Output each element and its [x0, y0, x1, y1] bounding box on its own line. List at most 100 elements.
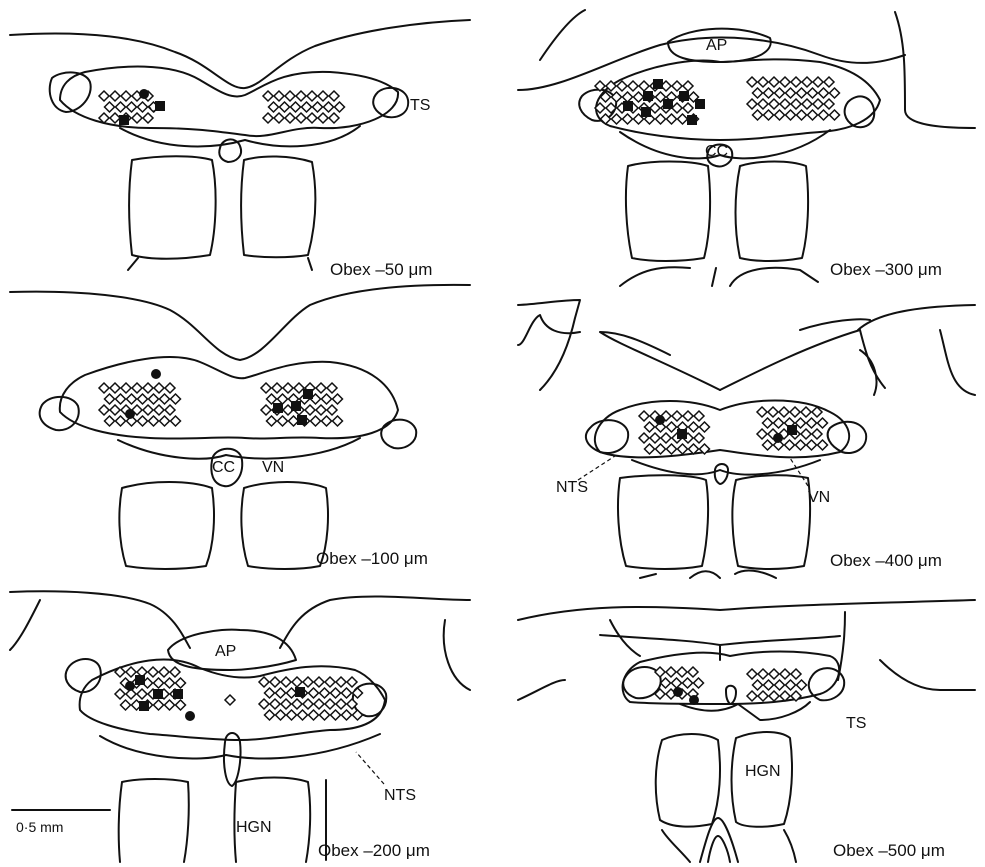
open-diamond-marker	[672, 103, 682, 113]
open-diamond-marker	[758, 77, 768, 87]
dorsal-outline	[10, 591, 470, 690]
label-layer: 0·5 mm Obex –50 μm TS Obex –300 μm AP CC…	[16, 37, 945, 860]
open-diamond-marker	[623, 114, 633, 124]
open-diamond-marker	[143, 383, 153, 393]
open-diamond-marker	[116, 416, 126, 426]
open-diamond-marker	[99, 383, 109, 393]
ventral-arc	[632, 460, 820, 475]
open-diamond-marker	[331, 710, 341, 720]
open-diamond-marker	[818, 440, 828, 450]
open-diamond-marker	[819, 88, 829, 98]
open-diamond-marker	[99, 405, 109, 415]
panel-4-label: Obex –400 μm	[830, 551, 942, 570]
open-diamond-marker	[775, 110, 785, 120]
open-diamond-marker	[830, 110, 840, 120]
open-diamond-marker	[807, 418, 817, 428]
open-diamond-marker	[325, 699, 335, 709]
open-diamond-marker	[769, 669, 779, 679]
open-diamond-marker	[666, 667, 676, 677]
open-diamond-marker	[269, 102, 279, 112]
open-diamond-marker	[342, 710, 352, 720]
open-diamond-marker	[314, 677, 324, 687]
open-diamond-marker	[160, 416, 170, 426]
open-diamond-marker	[259, 699, 269, 709]
filled-circle-marker	[689, 695, 699, 705]
open-diamond-marker	[292, 699, 302, 709]
open-diamond-marker	[791, 77, 801, 87]
open-diamond-marker	[137, 689, 147, 699]
open-diamond-marker	[322, 394, 332, 404]
open-diamond-marker	[309, 688, 319, 698]
structure-ts-label: TS	[846, 715, 866, 732]
open-diamond-marker	[132, 113, 142, 123]
panel-obex-400	[518, 300, 975, 578]
open-diamond-marker	[753, 680, 763, 690]
open-diamond-marker	[159, 667, 169, 677]
open-diamond-marker	[110, 405, 120, 415]
ventral-line-right	[308, 258, 312, 270]
ventral-line-left	[128, 258, 138, 270]
open-diamond-marker	[291, 102, 301, 112]
open-diamond-marker	[302, 102, 312, 112]
open-diamond-marker	[786, 88, 796, 98]
open-diamond-marker	[327, 383, 337, 393]
open-diamond-marker	[259, 677, 269, 687]
tract-ts-right	[809, 668, 844, 700]
open-diamond-marker	[127, 394, 137, 404]
open-diamond-marker	[747, 691, 757, 701]
filled-circle-marker	[185, 711, 195, 721]
open-diamond-marker	[292, 677, 302, 687]
open-diamond-marker	[678, 114, 688, 124]
open-diamond-marker	[797, 680, 807, 690]
open-diamond-marker	[797, 88, 807, 98]
structure-ap-label: AP	[706, 37, 727, 54]
open-diamond-marker	[617, 81, 627, 91]
tract-ts-right	[373, 88, 408, 117]
open-diamond-marker	[790, 407, 800, 417]
tract-ts-left	[66, 659, 101, 692]
open-diamond-marker	[769, 691, 779, 701]
open-diamond-marker	[801, 429, 811, 439]
open-diamond-marker	[283, 383, 293, 393]
open-diamond-marker	[278, 394, 288, 404]
open-diamond-marker	[325, 677, 335, 687]
open-diamond-marker	[278, 416, 288, 426]
open-diamond-marker	[796, 440, 806, 450]
open-diamond-marker	[757, 407, 767, 417]
open-diamond-marker	[324, 102, 334, 112]
open-diamond-marker	[303, 699, 313, 709]
pyramid-left	[119, 779, 189, 862]
dorsal-cross	[600, 635, 840, 660]
open-diamond-marker	[272, 383, 282, 393]
open-diamond-marker	[320, 710, 330, 720]
pyramid-left	[119, 482, 214, 569]
leader-line-vn	[790, 458, 808, 486]
open-diamond-marker	[165, 405, 175, 415]
open-diamond-marker	[285, 113, 295, 123]
open-diamond-marker	[274, 113, 284, 123]
open-diamond-marker	[764, 110, 774, 120]
structure-cc-label: CC	[212, 459, 235, 476]
open-diamond-marker	[138, 102, 148, 112]
open-diamond-marker	[763, 440, 773, 450]
dorsal-outline	[10, 285, 470, 360]
open-diamond-marker	[353, 688, 363, 698]
filled-square-marker	[623, 101, 633, 111]
open-diamond-marker	[261, 405, 271, 415]
open-diamond-marker	[143, 405, 153, 415]
filled-square-marker	[787, 425, 797, 435]
structure-ap-label: AP	[215, 643, 236, 660]
open-diamond-marker	[667, 422, 677, 432]
open-diamond-marker	[786, 110, 796, 120]
open-diamond-marker	[160, 394, 170, 404]
open-diamond-marker	[105, 394, 115, 404]
filled-square-marker	[677, 429, 687, 439]
open-diamond-marker	[757, 429, 767, 439]
open-diamond-marker	[305, 405, 315, 415]
open-diamond-marker	[265, 710, 275, 720]
open-diamond-marker	[121, 91, 131, 101]
open-diamond-marker	[333, 394, 343, 404]
open-diamond-marker	[298, 710, 308, 720]
structure-ts-label: TS	[410, 97, 430, 114]
open-diamond-marker	[656, 444, 666, 454]
